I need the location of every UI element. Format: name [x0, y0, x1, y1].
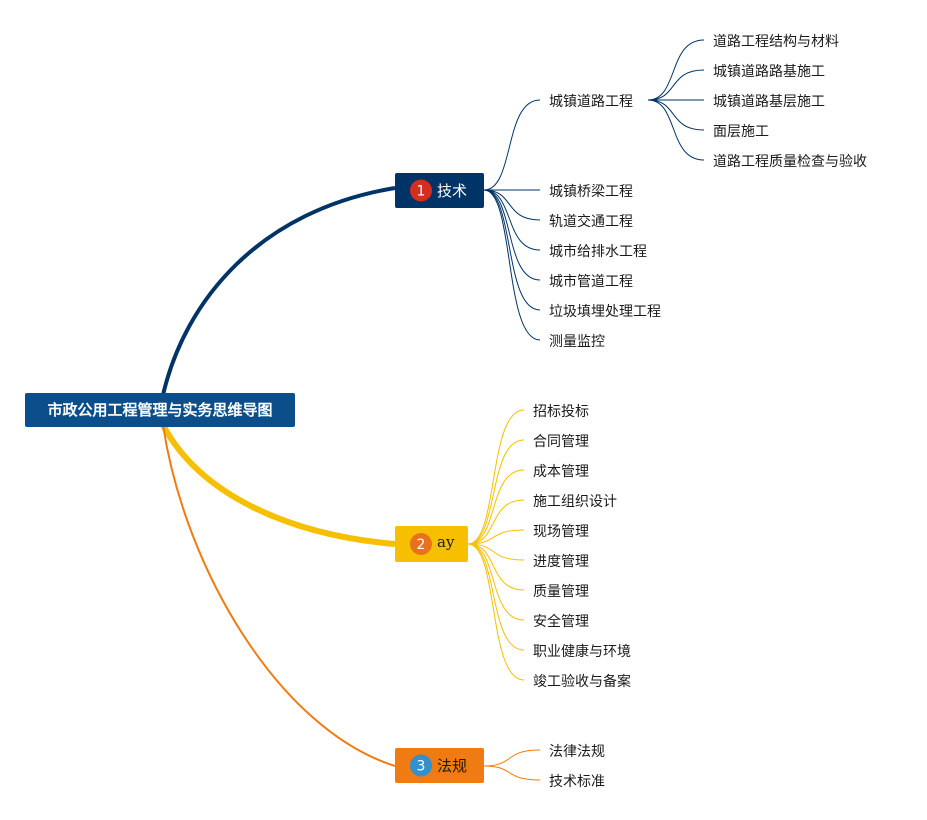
branch-node-label: 技术 [437, 182, 467, 200]
branch-node-label: 法规 [437, 757, 467, 775]
leaf-road-engineering[interactable]: 城镇道路工程 [549, 94, 633, 110]
leaf-laws[interactable]: 法律法规 [549, 744, 605, 760]
regulation-children: 法律法规 技术标准 [549, 744, 605, 790]
connector-management-child-8 [467, 543, 525, 651]
connector-management-child-2 [467, 469, 525, 545]
branch-node-management[interactable]: 2 ay [395, 526, 468, 562]
connector-regulation-child-1 [483, 765, 541, 781]
leaf-survey-monitoring[interactable]: 测量监控 [549, 334, 605, 350]
leaf-contract[interactable]: 合同管理 [533, 434, 589, 450]
leaf-bidding[interactable]: 招标投标 [533, 404, 589, 420]
leaf-quality[interactable]: 质量管理 [533, 584, 589, 600]
connector-tech-child-6 [483, 189, 541, 341]
leaf-bridge-engineering[interactable]: 城镇桥梁工程 [549, 184, 633, 200]
tech-children: 城镇道路工程 城镇桥梁工程 轨道交通工程 城市给排水工程 城市管道工程 垃圾填埋… [549, 94, 661, 350]
branch-node-label: ay [437, 533, 455, 551]
root-node-box [25, 393, 295, 427]
number-badge-icon [410, 533, 432, 555]
branch-node-tech[interactable]: 1 技术 [395, 173, 484, 208]
leaf-technical-standards[interactable]: 技术标准 [549, 774, 605, 790]
root-node[interactable]: 市政公用工程管理与实务思维导图 [25, 393, 295, 427]
connector-management-child-0 [467, 409, 525, 545]
connector-root-to-tech [161, 186, 396, 396]
management-children: 招标投标 合同管理 成本管理 施工组织设计 现场管理 进度管理 质量管理 安全管… [533, 404, 631, 690]
branch-node-regulation[interactable]: 3 法规 [395, 748, 484, 783]
subleaf-quality-inspection[interactable]: 道路工程质量检查与验收 [713, 154, 867, 170]
subleaf-subgrade[interactable]: 城镇道路路基施工 [713, 63, 825, 80]
leaf-construction-design[interactable]: 施工组织设计 [533, 494, 617, 510]
leaf-landfill[interactable]: 垃圾填埋处理工程 [549, 304, 661, 320]
connector-road-sub-3 [647, 99, 705, 131]
connector-management-child-1 [467, 439, 525, 545]
connector-root-to-regulation [162, 424, 396, 767]
connector-management-child-7 [467, 543, 525, 621]
connector-tech-child-4 [483, 189, 541, 281]
connectors-tech-children [483, 99, 541, 341]
number-badge-icon [410, 179, 432, 202]
connectors-management-children [467, 409, 525, 681]
connector-road-sub-1 [647, 69, 705, 101]
badge-number: 1 [417, 184, 426, 200]
connector-tech-child-0 [483, 99, 541, 191]
leaf-health-environment[interactable]: 职业健康与环境 [533, 643, 631, 660]
connector-tech-child-2 [483, 189, 541, 221]
subleaf-surface-course[interactable]: 面层施工 [713, 124, 769, 140]
leaf-site[interactable]: 现场管理 [533, 524, 589, 540]
leaf-water-drainage[interactable]: 城市给排水工程 [549, 243, 647, 260]
subleaf-structure-materials[interactable]: 道路工程结构与材料 [713, 34, 839, 50]
connector-road-sub-4 [647, 99, 705, 161]
leaf-cost[interactable]: 成本管理 [533, 464, 589, 480]
road-engineering-children: 道路工程结构与材料 城镇道路路基施工 城镇道路基层施工 面层施工 道路工程质量检… [713, 34, 867, 170]
connector-road-sub-0 [647, 39, 705, 101]
number-badge-icon [410, 754, 432, 777]
connectors-regulation-children [483, 749, 541, 781]
connector-management-child-6 [467, 543, 525, 591]
connector-regulation-child-0 [483, 749, 541, 767]
connector-management-child-9 [467, 543, 525, 681]
connector-layer [160, 39, 705, 781]
leaf-rail-transit[interactable]: 轨道交通工程 [549, 213, 633, 230]
leaf-safety[interactable]: 安全管理 [533, 613, 589, 630]
subleaf-base-course[interactable]: 城镇道路基层施工 [713, 93, 825, 110]
root-node-label: 市政公用工程管理与实务思维导图 [47, 401, 272, 419]
badge-number: 3 [417, 759, 426, 775]
connectors-road-engineering-children [647, 39, 705, 161]
connector-root-to-management [160, 423, 396, 547]
badge-number: 2 [417, 537, 426, 553]
connector-management-child-3 [467, 499, 525, 545]
connector-management-child-5 [467, 543, 525, 561]
leaf-completion-acceptance[interactable]: 竣工验收与备案 [533, 673, 631, 690]
connector-tech-child-3 [483, 189, 541, 251]
leaf-pipeline[interactable]: 城市管道工程 [549, 273, 633, 290]
connector-management-child-4 [467, 529, 525, 545]
leaf-schedule[interactable]: 进度管理 [533, 554, 589, 570]
